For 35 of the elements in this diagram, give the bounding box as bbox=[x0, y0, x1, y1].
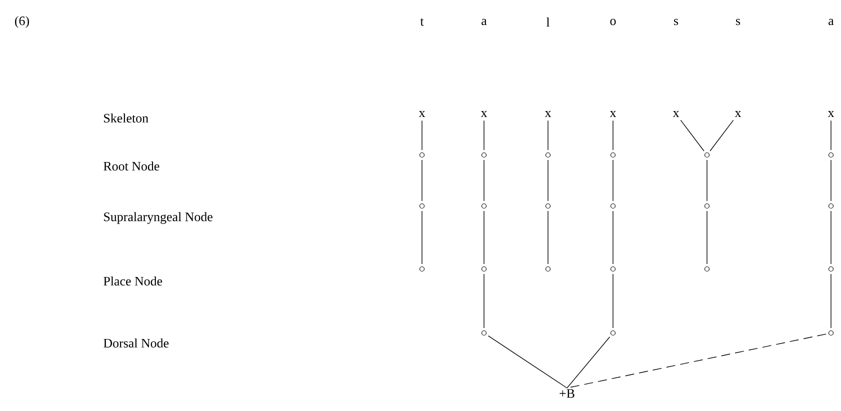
segment-letter: l bbox=[546, 18, 550, 26]
skeleton-x: x bbox=[672, 111, 680, 117]
tier-label: Root Node bbox=[104, 161, 160, 171]
segment-letter: t bbox=[420, 18, 424, 26]
association-line bbox=[830, 160, 832, 202]
segment-letter: s bbox=[736, 18, 740, 26]
tier-label: Skeleton bbox=[104, 113, 148, 123]
association-line bbox=[612, 210, 614, 264]
association-line bbox=[706, 160, 708, 202]
skeleton-x: x bbox=[544, 111, 552, 117]
skeleton-x: x bbox=[418, 111, 426, 117]
skeleton-x: x bbox=[734, 111, 742, 117]
segment-letter: a bbox=[482, 18, 487, 26]
association-line bbox=[710, 120, 734, 152]
segment-letter: a bbox=[828, 18, 834, 26]
skeleton-x: x bbox=[480, 111, 488, 117]
association-line bbox=[566, 336, 610, 388]
association-line bbox=[612, 160, 614, 202]
tier-label: Place Node bbox=[104, 276, 162, 286]
skeleton-x: x bbox=[828, 111, 834, 117]
example-number: (6) bbox=[15, 16, 29, 28]
association-line bbox=[830, 120, 832, 150]
association-line bbox=[680, 120, 704, 152]
association-line bbox=[488, 335, 568, 388]
feature-label: +B bbox=[560, 389, 574, 398]
tier-label: Supralaryngeal Node bbox=[104, 212, 212, 224]
skeleton-x: x bbox=[610, 111, 616, 117]
segment-letter: s bbox=[674, 18, 678, 26]
association-line bbox=[830, 210, 832, 264]
segment-letter: o bbox=[610, 18, 616, 26]
association-line bbox=[612, 274, 614, 328]
association-line bbox=[830, 274, 832, 328]
association-line bbox=[706, 210, 708, 264]
association-line bbox=[612, 120, 614, 150]
tier-label: Dorsal Node bbox=[104, 338, 169, 348]
